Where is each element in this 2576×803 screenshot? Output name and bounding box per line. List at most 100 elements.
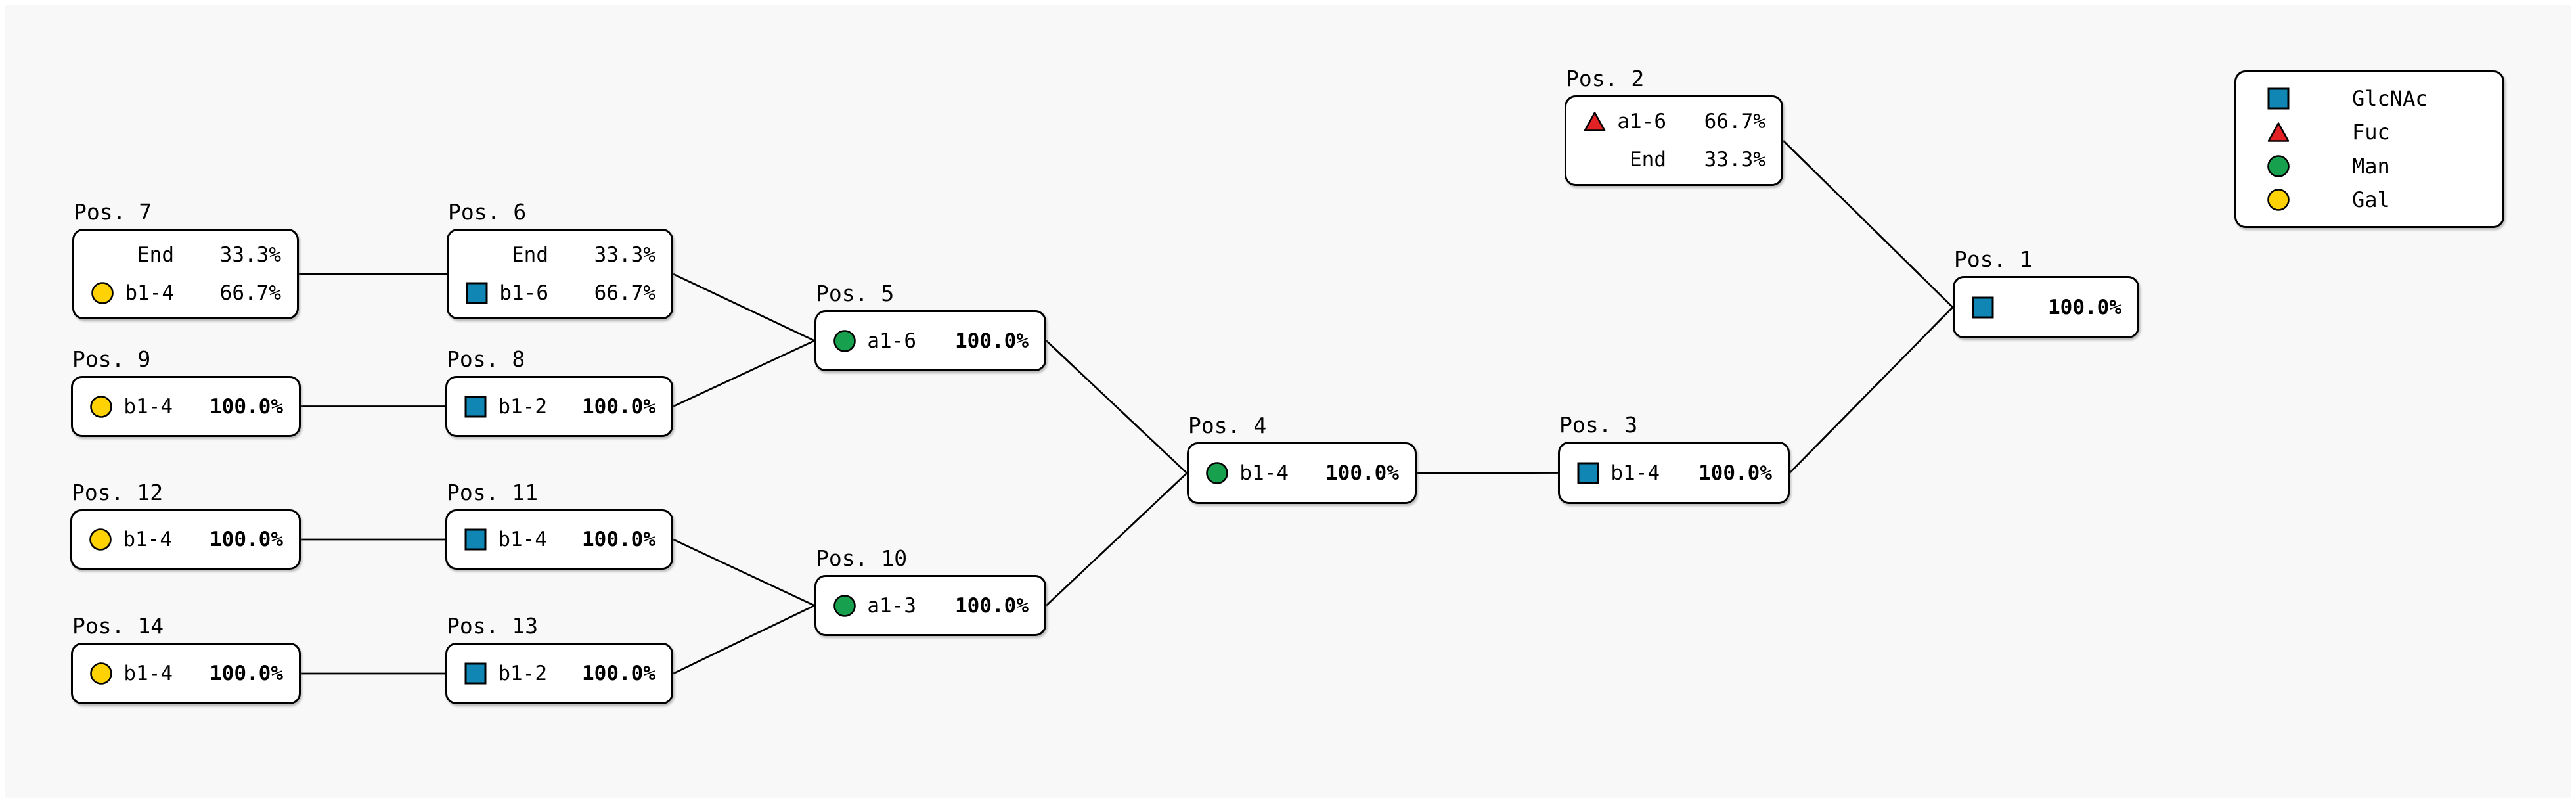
linkage-label: End	[137, 243, 174, 267]
glcnac-icon	[1576, 461, 1601, 486]
node-position-label: Pos. 5	[816, 281, 895, 306]
glycan-node-box: End 33.3% b1-6 66.7%	[447, 229, 673, 319]
percentage-value: 33.3%	[1704, 148, 1765, 172]
glycan-node-box: b1-4 100.0%	[71, 376, 301, 437]
man-icon	[1205, 461, 1230, 486]
legend-label: Fuc	[2352, 120, 2390, 145]
node-row: b1-4 100.0%	[89, 654, 283, 693]
edge-pos-6-to-pos-5	[673, 273, 815, 342]
node-position-label: Pos. 13	[447, 613, 539, 639]
empty-icon-slot	[1582, 147, 1607, 172]
glcnac-icon	[463, 527, 488, 552]
percentage-value: 100.0%	[210, 662, 283, 685]
node-row: a1-3 100.0%	[832, 587, 1029, 625]
legend-label: Man	[2352, 153, 2390, 179]
man-icon	[832, 329, 857, 354]
legend-label: GlcNAc	[2352, 86, 2428, 112]
percentage-value: 33.3%	[219, 243, 281, 267]
gal-icon	[2267, 188, 2290, 212]
man-icon	[832, 593, 857, 618]
edge-pos-3-to-pos-1	[1789, 306, 1953, 474]
node-pos-13: Pos. 13 b1-2 100.0%	[445, 613, 673, 704]
empty-icon-slot	[464, 242, 489, 267]
linkage-label: b1-2	[498, 394, 547, 419]
gal-icon	[89, 394, 114, 419]
node-position-label: Pos. 3	[1559, 412, 1638, 438]
glcnac-icon	[1970, 295, 1995, 320]
node-pos-1: Pos. 1 100.0%	[1953, 246, 2139, 338]
percentage-value: 66.7%	[1704, 110, 1765, 133]
linkage-label: a1-3	[867, 593, 916, 618]
legend-item-man: Man	[2236, 154, 2502, 179]
glycan-node-box: b1-4 100.0%	[71, 643, 301, 704]
plot-background	[5, 5, 2571, 798]
percentage-value: 66.7%	[219, 281, 281, 305]
linkage-label: b1-2	[498, 662, 547, 685]
fuc-icon	[2267, 120, 2290, 144]
percentage-value: 66.7%	[594, 281, 655, 305]
fuc-icon	[1582, 109, 1607, 134]
node-row: b1-4 100.0%	[463, 520, 655, 559]
percentage-value: 100.0%	[1699, 461, 1772, 485]
percentage-value: 100.0%	[955, 593, 1029, 618]
node-position-label: Pos. 2	[1566, 66, 1645, 91]
glcnac-icon	[463, 394, 488, 419]
node-pos-10: Pos. 10 a1-3 100.0%	[814, 545, 1046, 636]
glycan-node-box: End 33.3% b1-4 66.7%	[72, 229, 299, 319]
glcnac-icon	[464, 281, 489, 306]
percentage-value: 100.0%	[2048, 295, 2121, 319]
glycan-node-box: b1-4 100.0%	[445, 509, 673, 570]
node-row: b1-4 66.7%	[90, 274, 281, 312]
edge-pos-2-to-pos-1	[1783, 140, 1953, 308]
node-row: 100.0%	[1970, 288, 2121, 327]
percentage-value: 100.0%	[582, 662, 655, 685]
linkage-label: a1-6	[1617, 110, 1666, 133]
linkage-label: b1-6	[499, 281, 548, 305]
linkage-label: b1-4	[123, 662, 173, 685]
glycan-node-box: a1-3 100.0%	[814, 575, 1046, 636]
percentage-value: 100.0%	[955, 329, 1029, 353]
man-icon	[2267, 154, 2290, 178]
legend-item-glcnac: GlcNAc	[2236, 86, 2502, 111]
percentage-value: 33.3%	[594, 243, 655, 267]
linkage-label: b1-4	[123, 528, 172, 551]
node-row: a1-6 66.7%	[1582, 103, 1765, 141]
edge-pos-5-to-pos-4	[1046, 340, 1188, 474]
linkage-label: End	[512, 243, 548, 267]
glcnac-icon	[2267, 87, 2290, 110]
node-position-label: Pos. 1	[1954, 246, 2033, 272]
linkage-label: b1-4	[125, 281, 174, 305]
glycan-node-box: 100.0%	[1953, 276, 2139, 338]
node-position-label: Pos. 4	[1188, 413, 1267, 438]
node-position-label: Pos. 10	[816, 545, 908, 571]
empty-icon-slot	[90, 242, 115, 267]
node-position-label: Pos. 14	[72, 613, 164, 639]
percentage-value: 100.0%	[210, 394, 283, 419]
linkage-label: b1-4	[123, 394, 173, 419]
percentage-value: 100.0%	[210, 528, 283, 551]
percentage-value: 100.0%	[1325, 461, 1399, 485]
edge-pos-8-to-pos-5	[673, 340, 815, 407]
node-pos-14: Pos. 14 b1-4 100.0%	[71, 613, 301, 704]
linkage-label: b1-4	[498, 528, 547, 551]
percentage-value: 100.0%	[582, 528, 655, 551]
